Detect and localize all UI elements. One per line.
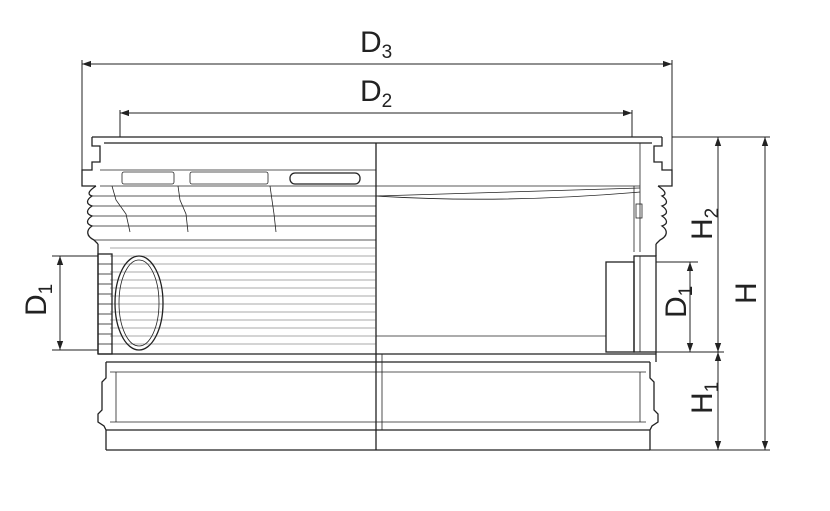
label-d1-right: D1 <box>660 286 697 318</box>
ribbing <box>110 247 376 345</box>
section-divider <box>375 143 383 450</box>
side-inlet-opening <box>114 255 164 351</box>
label-d2: D2 <box>360 75 392 112</box>
label-h1: H1 <box>686 382 723 414</box>
label-h2: H2 <box>686 208 723 240</box>
label-d1-left: D1 <box>20 284 57 316</box>
body-outline <box>81 136 673 451</box>
outlet-stub <box>605 255 657 353</box>
label-d3: D3 <box>360 26 392 63</box>
exterior-view <box>92 169 376 355</box>
label-h: H <box>730 282 763 304</box>
dimension-labels: D3 D2 D1 D1 H2 H H1 <box>20 26 763 414</box>
section-view <box>375 143 657 353</box>
dimension-lines <box>52 60 770 451</box>
